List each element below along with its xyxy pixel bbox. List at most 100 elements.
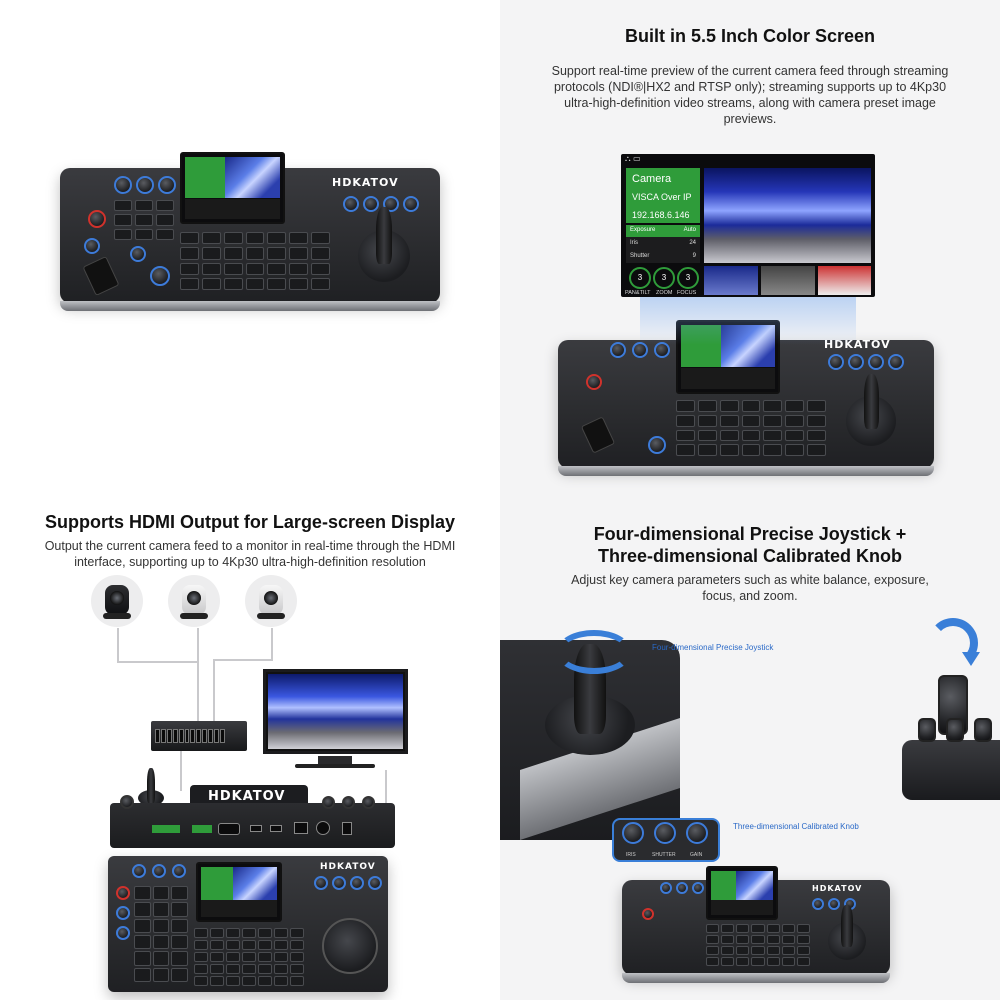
knob[interactable] <box>654 342 670 358</box>
knob[interactable] <box>586 374 602 390</box>
knob[interactable] <box>828 898 840 910</box>
joystick[interactable] <box>828 904 866 960</box>
joystick <box>545 644 635 755</box>
knob <box>120 795 134 809</box>
keypad <box>180 232 330 290</box>
enlarged-screen-preview: ⛬ ▭ Camera VISCA Over IP 192.168.6.146 E… <box>621 154 875 297</box>
controller-top-view: HDKATOV <box>108 856 388 992</box>
param-row[interactable]: Shutter 9 <box>630 253 696 259</box>
knob[interactable] <box>343 196 359 212</box>
focus-dial: 3 <box>677 267 699 289</box>
knob[interactable] <box>116 906 130 920</box>
joystick[interactable] <box>846 373 896 446</box>
ethernet-port <box>294 822 308 834</box>
zoom-rocker[interactable] <box>82 256 120 296</box>
knob[interactable] <box>152 864 166 878</box>
knob[interactable] <box>150 266 170 286</box>
joystick[interactable] <box>322 918 378 974</box>
keypad <box>676 400 826 456</box>
iris-knob <box>622 822 644 844</box>
zoom-dial: 3 <box>653 267 675 289</box>
knob[interactable] <box>868 354 884 370</box>
serial-port <box>218 823 240 835</box>
knob[interactable] <box>642 908 654 920</box>
knob[interactable] <box>88 210 106 228</box>
shutter-knob <box>654 822 676 844</box>
knob <box>918 718 936 742</box>
controller-device: HDKATOV <box>622 866 890 983</box>
preset-thumbnail[interactable] <box>761 266 815 295</box>
controller-screen <box>196 862 282 922</box>
knob[interactable] <box>812 898 824 910</box>
knob[interactable] <box>660 882 672 894</box>
network-switch <box>151 721 247 751</box>
hdmi-port <box>250 825 262 832</box>
knob-callout: Three-dimensional Calibrated Knob <box>733 822 859 831</box>
knob[interactable] <box>692 882 704 894</box>
keypad <box>194 928 304 986</box>
knob[interactable] <box>676 882 688 894</box>
keypad <box>706 924 810 966</box>
zoom-rocker[interactable] <box>580 416 616 454</box>
joystick <box>138 767 164 806</box>
knob[interactable] <box>363 196 379 212</box>
joystick-callout: Four-dimensional Precise Joystick <box>652 643 774 652</box>
knob[interactable] <box>116 886 130 900</box>
hdmi-monitor <box>263 669 408 754</box>
preset-thumbnail[interactable] <box>704 266 758 295</box>
gain-knob <box>686 822 708 844</box>
screen-feature-description: Support real-time preview of the current… <box>551 64 949 126</box>
power-switch <box>342 822 352 835</box>
controller-device: HDKATOV <box>60 152 440 311</box>
param-row[interactable]: Iris 24 <box>630 240 696 246</box>
knob[interactable] <box>132 864 146 878</box>
controller-screen <box>706 866 778 920</box>
knob <box>974 718 992 742</box>
brand-logo: HDKATOV <box>812 884 863 893</box>
brand-logo: HDKATOV <box>332 176 399 189</box>
terminal-block <box>152 825 180 833</box>
knob[interactable] <box>130 246 146 262</box>
knob[interactable] <box>610 342 626 358</box>
gain-label: GAIN <box>690 852 703 858</box>
terminal-block <box>192 825 212 833</box>
brand-logo: HDKATOV <box>824 338 891 351</box>
knob[interactable] <box>648 436 666 454</box>
knob[interactable] <box>632 342 648 358</box>
param-row[interactable]: Exposure Auto <box>626 225 700 237</box>
knob[interactable] <box>848 354 864 370</box>
side-keypad <box>134 886 188 982</box>
network-icon: ⛬ ▭ <box>625 154 641 163</box>
knob[interactable] <box>403 196 419 212</box>
controller-overview-panel: HDKATOV <box>0 0 500 500</box>
knob[interactable] <box>314 876 328 890</box>
zoom-label: ZOOM <box>656 290 673 296</box>
knob[interactable] <box>828 354 844 370</box>
knob[interactable] <box>84 238 100 254</box>
brand-logo: HDKATOV <box>320 862 376 872</box>
rear-io-panel <box>110 803 395 848</box>
joystick[interactable] <box>358 206 410 282</box>
power-port <box>316 821 330 835</box>
knob[interactable] <box>332 876 346 890</box>
knob[interactable] <box>116 926 130 940</box>
knob[interactable] <box>368 876 382 890</box>
knob[interactable] <box>158 176 176 194</box>
knob[interactable] <box>350 876 364 890</box>
controller-back-top <box>190 785 308 807</box>
ptz-camera-icon <box>91 575 143 627</box>
controller-screen <box>180 152 285 224</box>
side-keypad <box>114 200 174 240</box>
preset-thumbnail[interactable] <box>818 266 871 295</box>
knob[interactable] <box>136 176 154 194</box>
controller-screen <box>676 320 780 394</box>
knob <box>322 796 335 809</box>
hdmi-feature-title: Supports HDMI Output for Large-screen Di… <box>44 512 456 532</box>
knob[interactable] <box>114 176 132 194</box>
focus-label: FOCUS <box>677 290 697 296</box>
knob[interactable] <box>172 864 186 878</box>
knob[interactable] <box>888 354 904 370</box>
controller-device: HDKATOV <box>558 320 934 476</box>
hdmi-port <box>270 825 282 832</box>
joystick-feature-title-1: Four-dimensional Precise Joystick + <box>593 524 907 544</box>
